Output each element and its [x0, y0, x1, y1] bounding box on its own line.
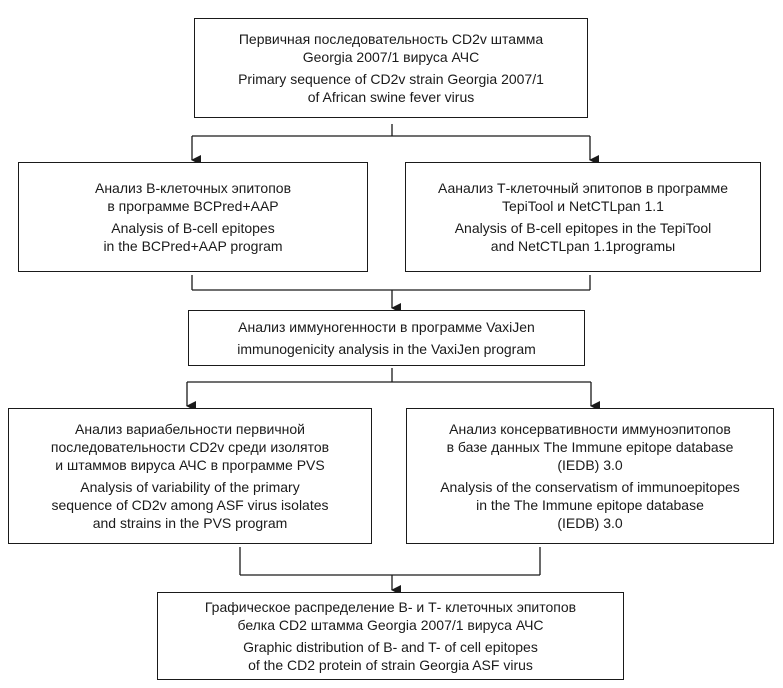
label-b-cell-en: Analysis of B-cell epitopes in the BCPre…: [103, 220, 283, 254]
box-variability-analysis: Анализ вариабельности первичной последов…: [8, 408, 372, 544]
box-conservation-analysis: Анализ консервативности иммуноэпитопов в…: [406, 408, 774, 544]
label-immunogenicity-ru: Анализ иммуногенности в программе VaxiJe…: [238, 319, 535, 335]
label-variability-en: Analysis of variability of the primary s…: [51, 479, 329, 531]
label-immunogenicity-en: immunogenicity analysis in the VaxiJen p…: [237, 341, 536, 357]
label-primary-ru: Первичная последовательность CD2v штамма…: [238, 31, 544, 65]
box-t-cell-analysis: Аанализ Т-клеточный эпитопов в программе…: [405, 162, 761, 272]
box-immunogenicity-analysis: Анализ иммуногенности в программе VaxiJe…: [188, 310, 585, 366]
label-primary-en: Primary sequence of CD2v strain Georgia …: [238, 71, 544, 105]
label-t-cell-en: Analysis of B-cell epitopes in the TepiT…: [454, 220, 712, 254]
box-epitope-distribution: Графическое распределение B- и Т- клеточ…: [157, 592, 624, 680]
label-distribution-en: Graphic distribution of B- and T- of cel…: [243, 639, 538, 673]
label-t-cell-ru: Аанализ Т-клеточный эпитопов в программе…: [437, 180, 729, 214]
label-b-cell-ru: Анализ B-клеточных эпитопов в программе …: [94, 180, 292, 214]
label-conservation-en: Analysis of the conservatism of immunoep…: [440, 479, 740, 531]
label-conservation-ru: Анализ консервативности иммуноэпитопов в…: [446, 421, 734, 473]
box-primary-sequence: Первичная последовательность CD2v штамма…: [194, 18, 588, 118]
box-b-cell-analysis: Анализ B-клеточных эпитопов в программе …: [18, 162, 368, 272]
label-distribution-ru: Графическое распределение B- и Т- клеточ…: [204, 599, 577, 633]
label-variability-ru: Анализ вариабельности первичной последов…: [50, 421, 330, 473]
